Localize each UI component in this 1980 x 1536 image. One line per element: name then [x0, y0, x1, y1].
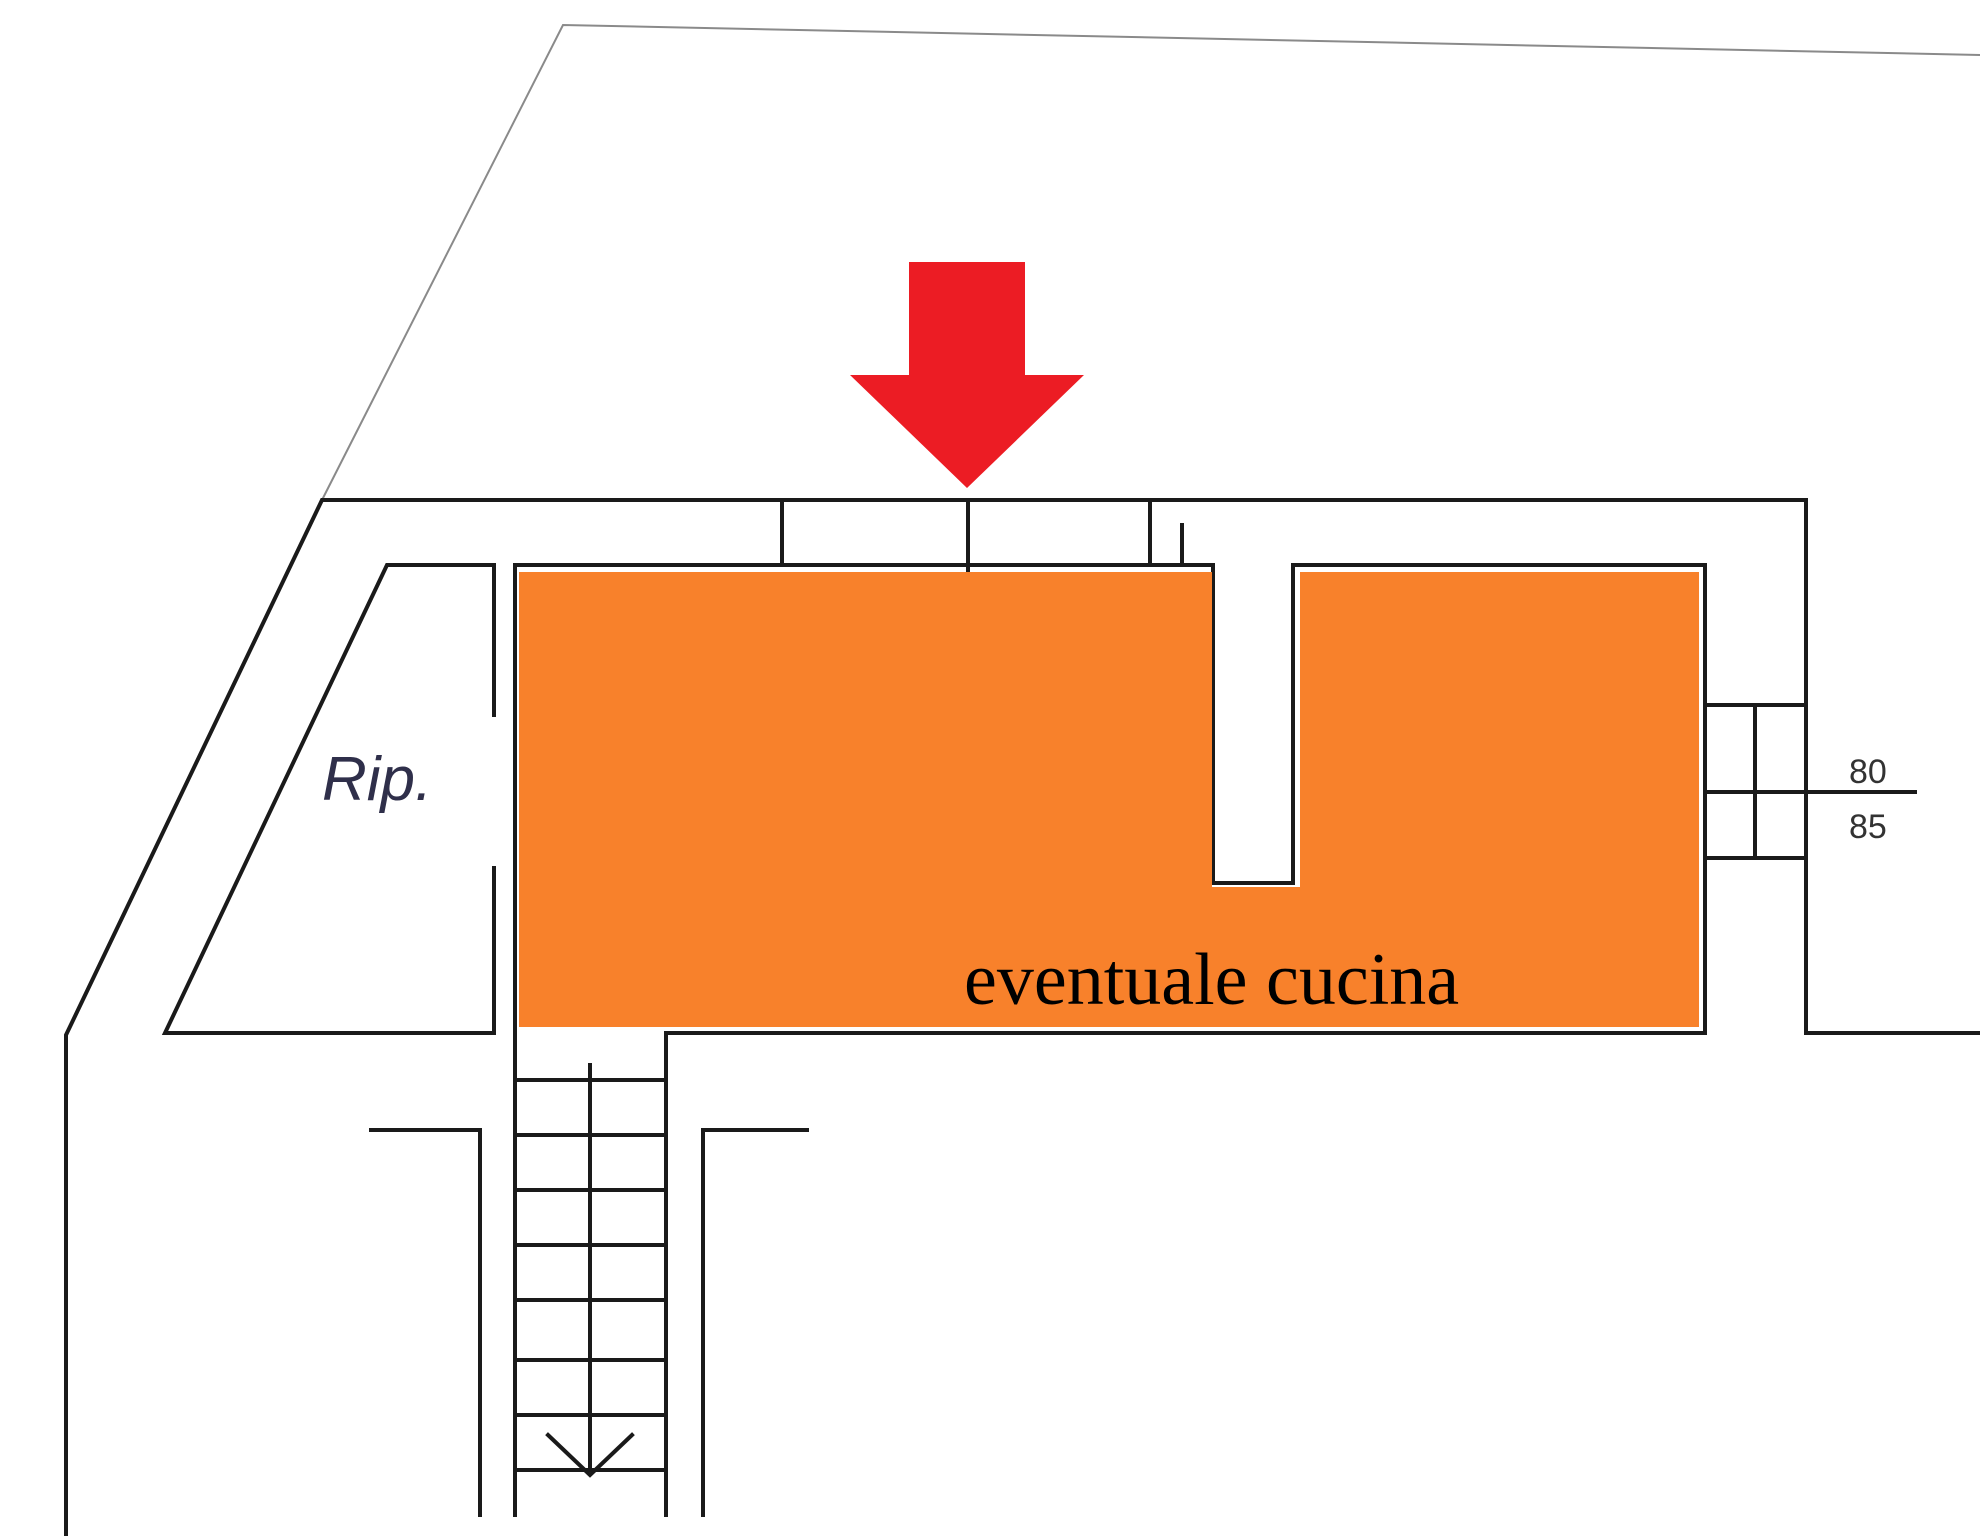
window	[780, 498, 1152, 574]
building-outline	[321, 23, 1980, 501]
inner-walls	[513, 523, 1707, 1517]
door-width-top: 80	[1849, 753, 1887, 791]
storage-room-label: Rip.	[322, 745, 432, 814]
kitchen-highlight: eventuale cucina	[519, 572, 1699, 1027]
exterior-walls	[64, 498, 1980, 1536]
staircase	[369, 1031, 809, 1517]
entrance-door: 80 85	[1703, 703, 1917, 860]
kitchen-label: eventuale cucina	[964, 939, 1459, 1021]
door-width-bottom: 85	[1849, 808, 1887, 846]
down-arrow-icon	[850, 262, 1084, 488]
kitchen-highlight-area	[519, 572, 1699, 1027]
storage-room: Rip.	[161, 563, 517, 1035]
